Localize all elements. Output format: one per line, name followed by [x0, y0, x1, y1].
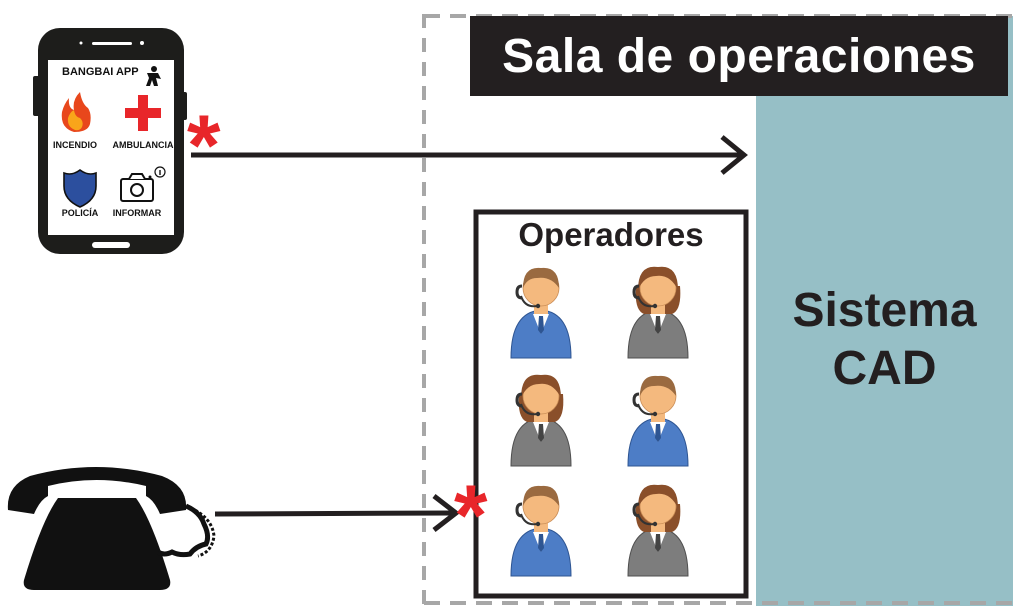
fire-icon [61, 92, 91, 132]
app-button-label-report: INFORMAR [112, 208, 162, 218]
app-button-label-fire: INCENDIO [52, 140, 97, 150]
cad-system-label: Sistema CAD [756, 282, 1013, 398]
arrowhead-icon [720, 135, 748, 175]
cad-label-line-1: Sistema [792, 284, 977, 337]
cad-system-panel [756, 16, 1013, 606]
telephone-icon [7, 467, 216, 590]
phone-to-operators-arrow [214, 510, 454, 517]
operators-title: Operadores [518, 216, 704, 253]
app-button-label-ambulance: AMBULANCIA [112, 140, 174, 150]
arrowhead-icon [432, 494, 461, 532]
app-logo-icon [146, 66, 161, 86]
room-title: Sala de operaciones [470, 16, 1008, 96]
medical-cross-icon [125, 95, 161, 131]
camera-icon [120, 166, 166, 202]
marker-asterisk-phone: * [454, 468, 488, 564]
shield-icon [63, 169, 97, 208]
smartphone-icon [33, 28, 187, 254]
cad-label-line-2: CAD [832, 342, 937, 395]
app-button-label-police: POLICÍA [61, 208, 99, 218]
marker-asterisk-app: * [187, 98, 221, 194]
app-title: BANGBAI APP [62, 66, 139, 78]
